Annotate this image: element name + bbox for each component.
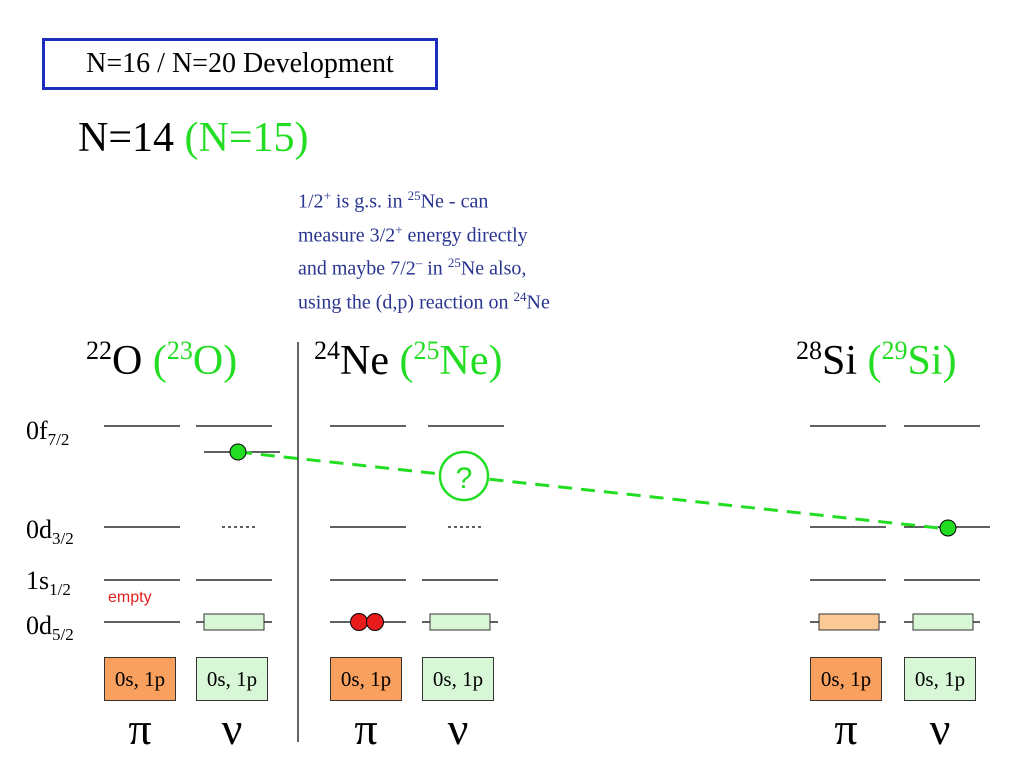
- occupancy-si-pi: [818, 613, 880, 631]
- question-mark: ?: [456, 462, 473, 495]
- note-line-2: measure 3/2+ energy directly: [298, 221, 528, 247]
- nu-symbol-o: ν: [221, 703, 243, 754]
- nucleus-header-si: 28Si (29Si): [796, 336, 957, 384]
- empty-label: empty: [108, 589, 152, 606]
- nucleus-header-ne: 24Ne (25Ne): [314, 336, 503, 384]
- level-label-0d32: 0d3/2: [26, 515, 74, 549]
- core-o-pi: 0s, 1p: [104, 657, 176, 701]
- nucleus-header-o: 22O (23O): [86, 336, 238, 384]
- subtitle: N=14 (N=15): [78, 114, 309, 162]
- neutron-dot-o: [229, 443, 247, 461]
- question-circle: [438, 450, 490, 502]
- annotation-note: 1/2+ is g.s. in 25Ne - can measure 3/2+ …: [298, 182, 550, 317]
- core-si-pi: 0s, 1p: [810, 657, 882, 701]
- subtitle-main: N=14: [78, 115, 175, 161]
- pi-symbol-si: π: [834, 703, 858, 754]
- core-o-nu: 0s, 1p: [196, 657, 268, 701]
- occupancy-o-nu: [203, 613, 265, 631]
- subtitle-alt: (N=15): [184, 115, 309, 161]
- core-si-nu: 0s, 1p: [904, 657, 976, 701]
- proton-pair-left: [350, 613, 368, 631]
- pi-symbol-ne: π: [354, 703, 378, 754]
- pi-symbol-o: π: [128, 703, 152, 754]
- nu-symbol-si: ν: [929, 703, 951, 754]
- proton-pair-right: [366, 613, 384, 631]
- occupancy-si-nu: [912, 613, 974, 631]
- core-ne-nu: 0s, 1p: [422, 657, 494, 701]
- trend-dashed-line: [237, 450, 949, 531]
- neutron-dot-si: [939, 519, 957, 537]
- core-ne-pi: 0s, 1p: [330, 657, 402, 701]
- note-line-1: 1/2+ is g.s. in 25Ne - can: [298, 188, 489, 213]
- level-label-0f72: 0f7/2: [26, 416, 70, 450]
- note-line-4: using the (d,p) reaction on 24Ne: [298, 288, 550, 314]
- level-label-0d52: 0d5/2: [26, 611, 74, 645]
- level-label-1s12: 1s1/2: [26, 566, 71, 600]
- note-line-3: and maybe 7/2– in 25Ne also,: [298, 255, 527, 280]
- occupancy-ne-nu: [429, 613, 491, 631]
- slide-title: N=16 / N=20 Development: [42, 38, 438, 90]
- nu-symbol-ne: ν: [447, 703, 469, 754]
